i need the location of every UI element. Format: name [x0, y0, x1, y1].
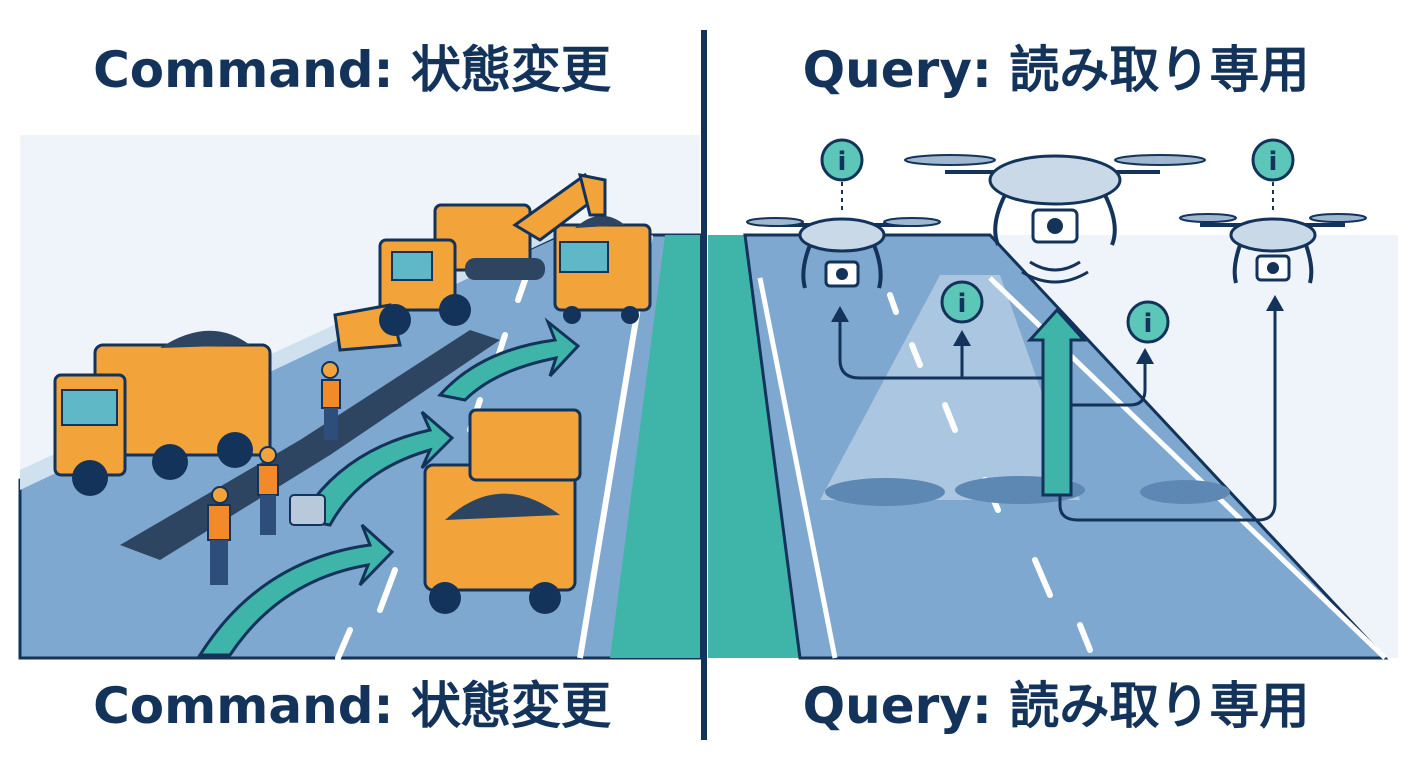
command-title-top: Command: 状態変更 [93, 41, 611, 99]
excavator [433, 172, 607, 280]
info-icon: i [1126, 300, 1170, 344]
drone-icon [746, 217, 941, 289]
svg-text:i: i [1269, 147, 1278, 177]
flow-arrowheads [831, 295, 1284, 364]
worker-1 [321, 361, 341, 440]
info-icon: i [820, 138, 864, 182]
shadow-1 [825, 478, 945, 506]
dump-truck-back [553, 215, 652, 324]
command-title-bottom: Command: 状態変更 [93, 677, 611, 735]
right-edge-line [757, 277, 838, 659]
left-median [610, 235, 700, 658]
worker-3 [207, 486, 231, 585]
info-icon: i [1251, 138, 1295, 182]
right-road-scene: i i i i [708, 138, 1398, 660]
drone-icon [1179, 213, 1367, 284]
flow-left-drone [838, 320, 1050, 380]
flow-arrows [197, 317, 581, 657]
flow-right-info [1060, 360, 1147, 407]
left-road-scene [18, 135, 702, 661]
workers [207, 361, 341, 585]
trench [120, 330, 500, 560]
flow-right-drone [1058, 305, 1277, 522]
flow-arrow-3 [437, 317, 581, 402]
query-up-arrow [1026, 307, 1088, 497]
query-title-bottom: Query: 読み取り専用 [802, 677, 1310, 735]
dump-truck-left [53, 330, 272, 496]
info-icon: i [940, 280, 984, 324]
scan-beam [820, 275, 1080, 500]
wheel-loader [333, 238, 471, 352]
svg-text:i: i [958, 289, 967, 319]
svg-text:i: i [838, 147, 847, 177]
plate-compactor [289, 494, 326, 526]
dump-truck-front [423, 408, 582, 614]
drone-icon [904, 154, 1206, 284]
shadow-3 [1140, 480, 1230, 504]
flow-arrow-1 [197, 523, 395, 657]
right-median [708, 235, 800, 658]
worker-2 [257, 446, 279, 535]
svg-text:i: i [1144, 309, 1153, 339]
flow-arrow-2 [297, 410, 455, 527]
query-title-top: Query: 読み取り専用 [802, 41, 1310, 99]
